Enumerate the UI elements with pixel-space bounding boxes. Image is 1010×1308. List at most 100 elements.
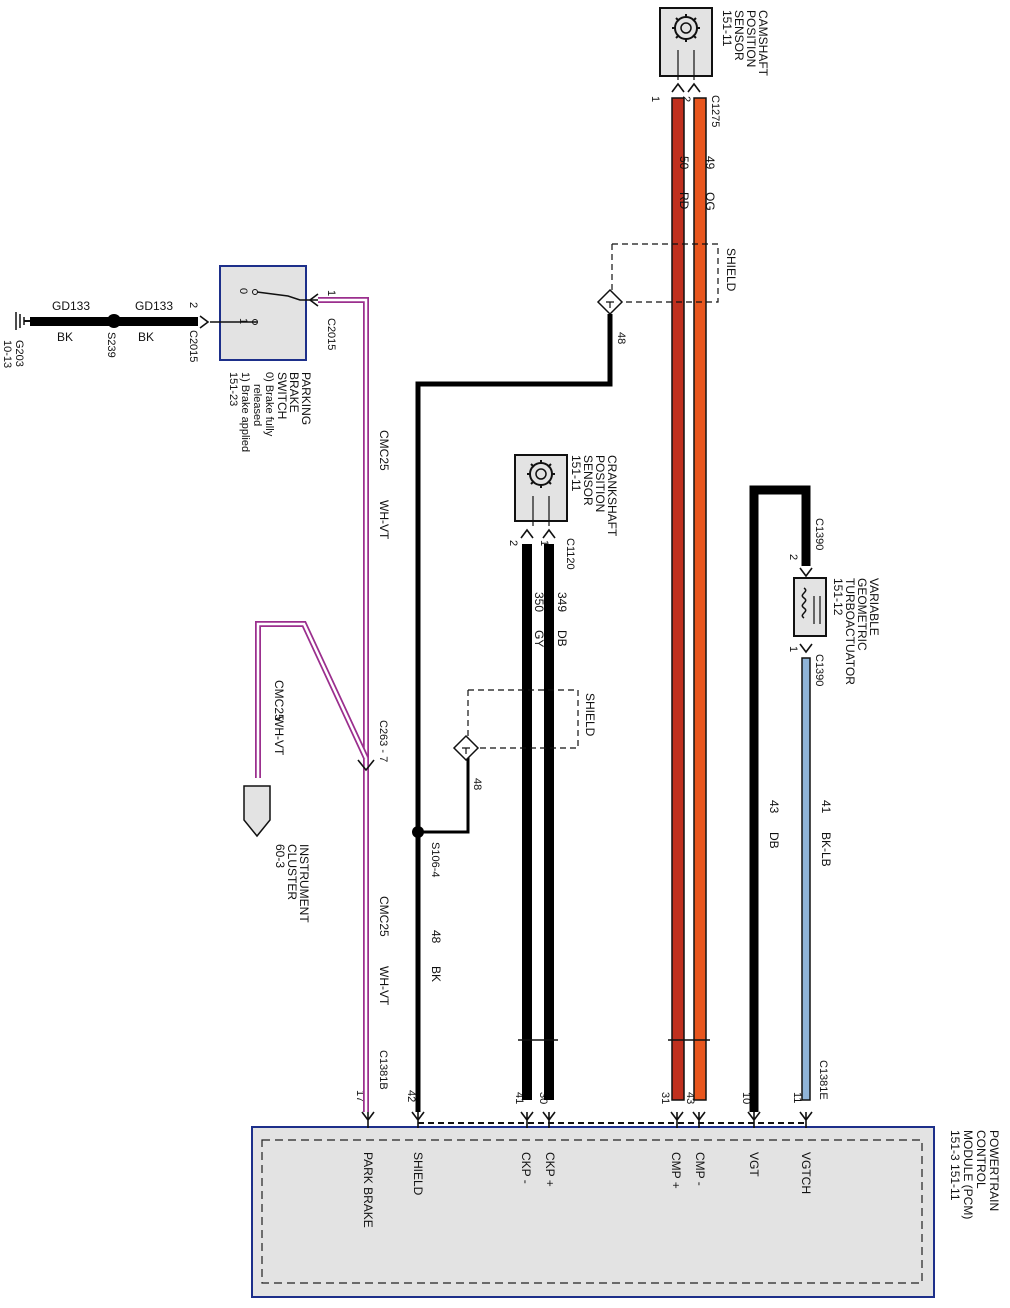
wire-43-circuit: 43 xyxy=(767,800,781,814)
camshaft-connector-arrows xyxy=(671,82,701,93)
wire-gd133-right-circuit: GD133 xyxy=(135,299,173,313)
connector-c1275: C1275 xyxy=(709,95,721,127)
wire-49-circuit: 49 xyxy=(703,156,717,170)
camshaft-wires: 50 RD 49 OG xyxy=(668,97,717,1101)
connector-c2015-left: C2015 xyxy=(187,330,199,362)
wire-50-color: RD xyxy=(677,192,691,210)
turbo-pin-1: 1 xyxy=(787,646,799,652)
pin-num-31: 31 xyxy=(659,1092,671,1104)
pin-num-11: 11 xyxy=(791,1092,803,1103)
camshaft-label-2: POSITION xyxy=(744,10,758,67)
pcm-title-3: MODULE (PCM) xyxy=(961,1130,975,1219)
pcm-title-4: 151-3 151-11 xyxy=(948,1130,962,1201)
turbo-pin-2: 2 xyxy=(787,554,799,560)
crankshaft-wires: 350 GY 349 DB xyxy=(518,544,569,1100)
upper-shield: SHIELD 48 xyxy=(596,243,738,344)
park-brake-wire: CMC25 WH-VT CMC25 WH-VT C263 - 7 xyxy=(255,297,391,1112)
wire-41-circuit: 41 xyxy=(819,800,833,814)
pin-label-vgtch: VGTCH xyxy=(799,1152,813,1194)
wire-cmc25-lower-color: WH-VT xyxy=(377,966,391,1006)
connector-c1381e: C1381E xyxy=(817,1060,829,1100)
crank-pin-2: 2 xyxy=(507,540,519,546)
pcm-pin-numbers: 17 42 41 30 31 43 10 11 xyxy=(354,1090,803,1104)
pin-label-park-brake: PARK BRAKE xyxy=(361,1152,375,1228)
pin-31-arrow xyxy=(670,1111,684,1128)
connector-c263: C263 - 7 xyxy=(377,720,389,762)
camshaft-label-3: SENSOR xyxy=(732,10,746,61)
pin-43-arrow xyxy=(692,1111,706,1128)
pcm-title-2: CONTROL xyxy=(974,1130,988,1189)
brake-label-5: released xyxy=(251,384,263,426)
splice-s239-label: S239 xyxy=(105,332,117,358)
camshaft-sensor: CAMSHAFT POSITION SENSOR 151-11 C1275 1 … xyxy=(649,7,770,127)
connector-c1381b: C1381B xyxy=(377,1050,389,1090)
brake-label-1: PARKING xyxy=(299,372,313,425)
pcm-module: POWERTRAIN CONTROL MODULE (PCM) 151-3 15… xyxy=(251,1122,1001,1298)
connector-c1390-top: C1390 xyxy=(813,518,825,550)
pin-11-arrow xyxy=(799,1111,813,1128)
wire-350-gy xyxy=(522,544,532,1100)
gear-icon xyxy=(672,14,700,42)
cluster-label-1: INSTRUMENT xyxy=(297,844,311,923)
wire-349-color: DB xyxy=(555,630,569,647)
camshaft-label-4: 151-11 xyxy=(720,10,734,47)
pin-label-cmp-minus: CMP - xyxy=(693,1152,707,1186)
pin-num-10: 10 xyxy=(740,1092,752,1104)
lower-shield-label: SHIELD xyxy=(583,693,597,737)
cluster-wire-circuit: CMC25 xyxy=(272,680,286,721)
cluster-label-3: 60-3 xyxy=(273,844,287,868)
switch-contact-0: 0 xyxy=(237,288,249,294)
wire-350-circuit: 350 xyxy=(532,592,546,612)
ground-label-1: G203 xyxy=(13,340,25,367)
crankshaft-sensor: CRANKSHAFT POSITION SENSOR 151-11 C1120 … xyxy=(507,454,619,570)
wire-49-og xyxy=(693,97,707,1101)
wire-gd133-left-color: BK xyxy=(57,330,73,344)
turbo-label-3: TURBOACTUATOR xyxy=(843,578,857,685)
parking-brake-switch: 0 1 1 C2015 2 C2015 PARKING BRAKE SWITCH… xyxy=(187,265,337,452)
pin-42-arrow xyxy=(411,1111,425,1128)
pin-label-ckp-minus: CKP - xyxy=(519,1152,533,1184)
camshaft-pin-2: 2 xyxy=(680,96,692,102)
brake-label-2: BRAKE xyxy=(287,372,301,413)
connector-c1390-bottom: C1390 xyxy=(813,654,825,686)
crankshaft-label-2: POSITION xyxy=(593,455,607,512)
wire-41-color: BK-LB xyxy=(819,832,833,867)
ground-icon xyxy=(15,312,25,330)
pin-label-cmp-plus: CMP + xyxy=(669,1152,683,1189)
wire-43-color: DB xyxy=(767,832,781,849)
pin-17-arrow xyxy=(361,1111,375,1128)
gear-icon xyxy=(527,460,555,488)
wire-48-color: BK xyxy=(429,966,443,982)
instrument-cluster-shape xyxy=(243,785,271,838)
wire-350-color: GY xyxy=(532,630,546,647)
turbo-label-2: GEOMETRIC xyxy=(855,578,869,651)
ground-label-2: 10-13 xyxy=(1,340,13,368)
switch-contact-1: 1 xyxy=(237,318,249,324)
brake-pin-2: 2 xyxy=(187,302,199,308)
wire-48-bk xyxy=(415,314,613,1112)
brake-label-4: 0) Brake fully xyxy=(263,372,275,437)
wire-50-rd xyxy=(671,97,685,1101)
pin-num-43: 43 xyxy=(684,1092,696,1104)
brake-label-6: 1) Brake applied xyxy=(239,372,251,452)
wire-41-bklb xyxy=(801,657,811,1101)
lower-drain-num: 48 xyxy=(471,778,483,790)
splice-s239 xyxy=(107,314,121,328)
pcm-inner-dash xyxy=(261,1139,923,1284)
wire-cmc25-upper-color: WH-VT xyxy=(377,500,391,540)
pin-label-vgt: VGT xyxy=(747,1152,761,1177)
brake-label-7: 151-23 xyxy=(227,372,239,406)
pin-label-ckp-plus: CKP + xyxy=(543,1152,557,1187)
pcm-box xyxy=(251,1126,935,1298)
brake-pin-1: 1 xyxy=(325,290,337,296)
pcm-title-1: POWERTRAIN xyxy=(987,1130,1001,1211)
lower-shield: SHIELD 48 xyxy=(452,689,597,790)
wire-cmc25-lower-circuit: CMC25 xyxy=(377,896,391,937)
turbo-actuator-box xyxy=(793,577,827,637)
coil-icon xyxy=(801,587,807,619)
wire-50-circuit: 50 xyxy=(677,156,691,170)
crankshaft-label-4: 151-11 xyxy=(569,455,583,492)
wire-349-circuit: 349 xyxy=(555,592,569,612)
